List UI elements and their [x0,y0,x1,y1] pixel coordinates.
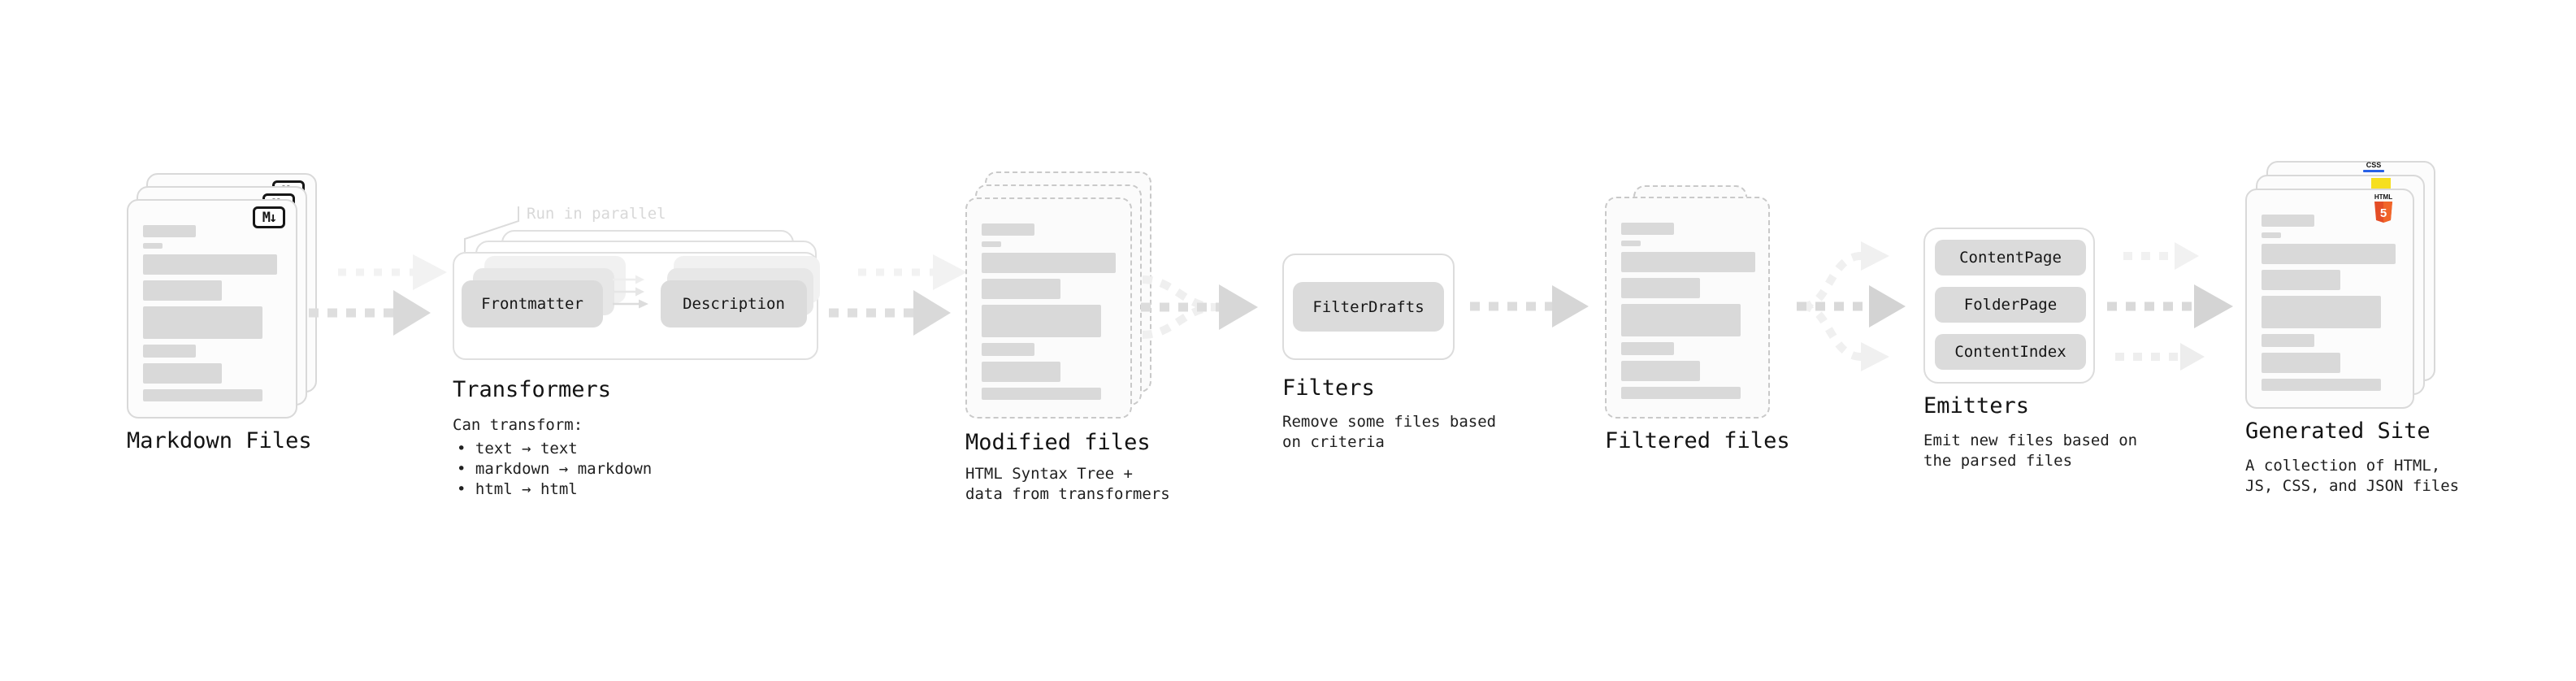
content-page-emitter: ContentPage [1935,240,2086,275]
content-index-emitter: ContentIndex [1935,334,2086,370]
parallel-arrows-icon [613,275,648,309]
modified-file-card-front [965,197,1132,419]
filters-desc: Remove some files based on criteria [1282,412,1496,453]
converging-arrows-icon [1141,275,1258,339]
css-file-icon: CSS [2363,162,2384,172]
run-in-parallel-note: Run in parallel [527,205,666,223]
markdown-icon: M↓ [253,206,285,228]
desc-line: A collection of HTML, [2245,457,2441,475]
transformers-title: Transformers [453,377,612,402]
js-file-icon [2371,178,2391,189]
css-icon-label: CSS [2366,161,2382,169]
flow-arrow-icon [829,254,967,336]
bullet-item: • markdown → markdown [457,460,653,478]
markdown-files-label: Markdown Files [127,428,312,453]
desc-line: the parsed files [1923,452,2073,470]
generated-file-card-front [2245,189,2414,409]
parallel-flow-arrows-icon [2107,242,2233,371]
bullet-item: • text → text [457,440,578,458]
skeleton-text-lines [143,225,277,401]
svg-text:5: 5 [2380,206,2387,220]
emitters-box: ContentPage FolderPage ContentIndex [1923,228,2095,384]
flow-arrow-icon [1470,285,1589,327]
html5-icon: HTML 5 [2374,193,2392,223]
folder-page-emitter: FolderPage [1935,287,2086,323]
diverging-arrows-icon [1797,241,1906,371]
filter-drafts-pill: FilterDrafts [1293,282,1444,332]
desc-line: data from transformers [965,485,1170,503]
filtered-files-label: Filtered files [1605,428,1790,453]
emitters-desc: Emit new files based on the parsed files [1923,431,2137,471]
skeleton-text-lines [2262,215,2396,391]
bullet-item: • html → html [457,480,578,498]
generated-site-title: Generated Site [2245,419,2431,444]
desc-line: Emit new files based on [1923,432,2138,449]
annotation-leader-line [464,206,519,252]
markdown-file-card-front: M↓ [127,199,297,419]
desc-line: JS, CSS, and JSON files [2245,477,2460,495]
desc-line: Remove some files based [1282,413,1497,431]
description-transformer: Description [661,280,807,327]
flow-arrow-icon [309,254,447,336]
emitters-title: Emitters [1923,393,2030,419]
skeleton-text-lines [1621,223,1755,399]
filters-box: FilterDrafts [1282,254,1455,360]
desc-line: HTML Syntax Tree + [965,465,1133,483]
generated-site-desc: A collection of HTML, JS, CSS, and JSON … [2245,456,2459,497]
desc-line: on criteria [1282,433,1385,451]
filters-title: Filters [1282,375,1375,401]
frontmatter-transformer: Frontmatter [462,280,603,327]
skeleton-text-lines [982,223,1116,400]
svg-text:HTML: HTML [2374,193,2392,201]
transformers-bullet-list: • text → text • markdown → markdown • ht… [457,439,652,500]
filtered-file-card-front [1605,197,1770,419]
modified-files-desc: HTML Syntax Tree + data from transformer… [965,464,1170,505]
modified-files-title: Modified files [965,430,1151,455]
transformers-subtitle: Can transform: [453,416,583,434]
